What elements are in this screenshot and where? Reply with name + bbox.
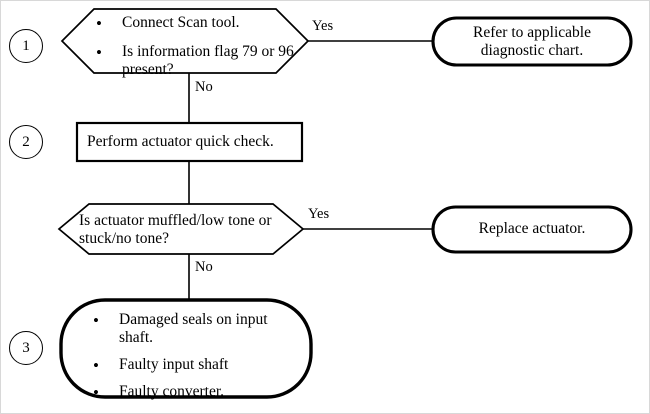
decision-2-hexagon [57,203,305,255]
spacer [96,32,296,43]
edge-label-decision1-yes: Yes [312,18,334,34]
decision-1-bullet-1: • Connect Scan tool. [96,14,296,32]
result-bullet-3: • Faulty converter. [93,383,293,401]
spacer [93,347,293,356]
process-quick-check-label: Perform actuator quick check. [87,133,274,150]
result-bullet-3-label: Faulty converter. [119,383,225,400]
step-number-2: 2 [9,125,43,159]
edge-label-decision1-no: No [195,79,213,95]
result-bullet-1: • Damaged seals on input shaft. [93,311,293,347]
step-number-1: 1 [9,29,43,63]
decision-1-bullet-1-label: Connect Scan tool. [122,14,240,31]
decision-2-label: Is actuator muffled/low tone or stuck/no… [79,212,272,248]
decision-1-bullet-2: • Is information flag 79 or 96 present? [96,43,296,79]
decision-1-content: • Connect Scan tool. • Is information fl… [96,14,296,79]
bullet-dot-icon: • [93,356,99,375]
terminator-refer-chart-shape [431,16,633,67]
terminator-replace-actuator-shape [431,205,633,254]
bullet-dot-icon: • [96,14,102,33]
decision-1-bullet-2-label: Is information flag 79 or 96 present? [122,43,294,78]
result-content: • Damaged seals on input shaft. • Faulty… [93,311,293,401]
result-causes-shape [59,298,313,399]
bullet-dot-icon: • [96,43,102,62]
terminator-refer-chart-label: Refer to applicable diagnostic chart. [473,24,591,59]
bullet-dot-icon: • [93,311,99,330]
edge-label-decision2-no: No [195,259,213,275]
terminator-replace-actuator-label: Replace actuator. [478,220,586,237]
edge-label-decision2-yes: Yes [308,206,330,222]
process-quick-check-shape [75,121,304,163]
bullet-dot-icon: • [93,383,99,402]
spacer [93,374,293,383]
decision-1-hexagon [60,8,310,74]
step-number-3: 3 [9,331,43,365]
result-bullet-2: • Faulty input shaft [93,356,293,374]
result-bullet-1-label: Damaged seals on input shaft. [119,311,268,346]
result-bullet-2-label: Faulty input shaft [119,356,229,373]
